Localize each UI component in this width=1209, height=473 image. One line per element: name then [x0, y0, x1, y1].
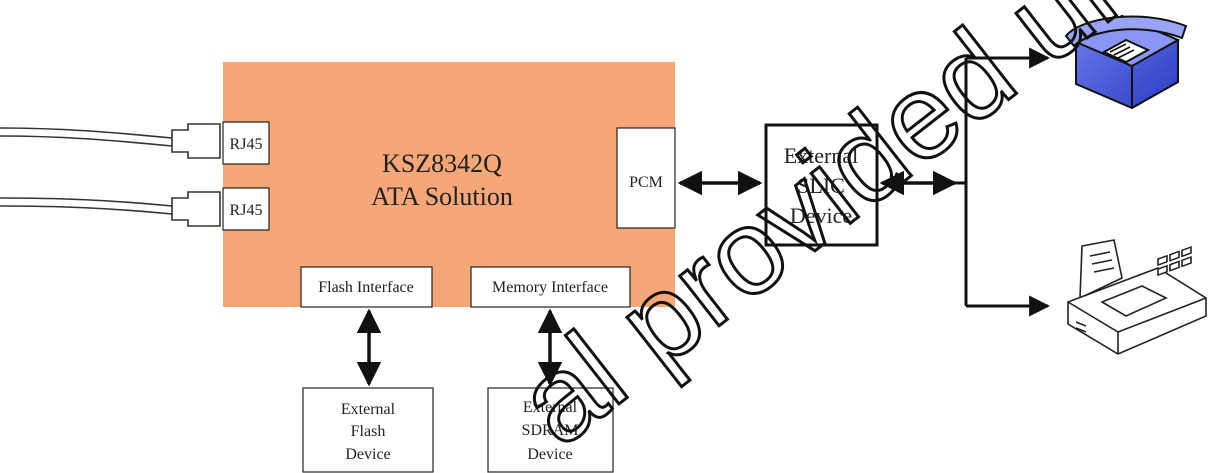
- external-slic-box: [764, 123, 879, 247]
- ethernet-cable-top: [0, 127, 173, 147]
- external-sdram-line2: SDRAM: [522, 422, 579, 439]
- external-flash-line1: External: [341, 401, 396, 418]
- memory-interface-box: [470, 266, 631, 308]
- rj45-port-top: [222, 121, 270, 165]
- memory-interface-label: Memory Interface: [492, 279, 608, 296]
- splitter-lines: [955, 58, 968, 306]
- external-flash-box: [302, 387, 434, 473]
- external-slic-line2: SLIC: [797, 173, 845, 198]
- external-sdram-line1: External: [523, 399, 578, 416]
- rj45-plug-top: [171, 123, 221, 159]
- pcm-port-label: PCM: [629, 174, 663, 191]
- external-sdram-line3: Device: [527, 446, 572, 463]
- rj45-plug-bottom: [171, 191, 221, 227]
- external-flash-line3: Device: [345, 446, 390, 463]
- rj45-port-bottom-label: RJ45: [230, 202, 263, 219]
- fax-machine-icon: [1067, 239, 1207, 355]
- external-slic-line3: Device: [790, 203, 852, 228]
- chip-title-line1: KSZ8342Q: [382, 149, 502, 178]
- external-sdram-box: [487, 387, 614, 473]
- flash-interface-box: [300, 266, 433, 308]
- chip-title-line2: ATA Solution: [371, 182, 513, 211]
- flash-interface-label: Flash Interface: [318, 279, 414, 296]
- rj45-port-bottom: [222, 187, 270, 231]
- external-slic-line1: External: [784, 143, 859, 168]
- pcm-port: [616, 127, 676, 229]
- telephone-icon: [1064, 14, 1188, 110]
- ethernet-cable-bottom: [0, 197, 173, 215]
- rj45-port-top-label: RJ45: [230, 136, 263, 153]
- external-flash-line2: Flash: [351, 423, 386, 440]
- chip-block: [223, 62, 675, 307]
